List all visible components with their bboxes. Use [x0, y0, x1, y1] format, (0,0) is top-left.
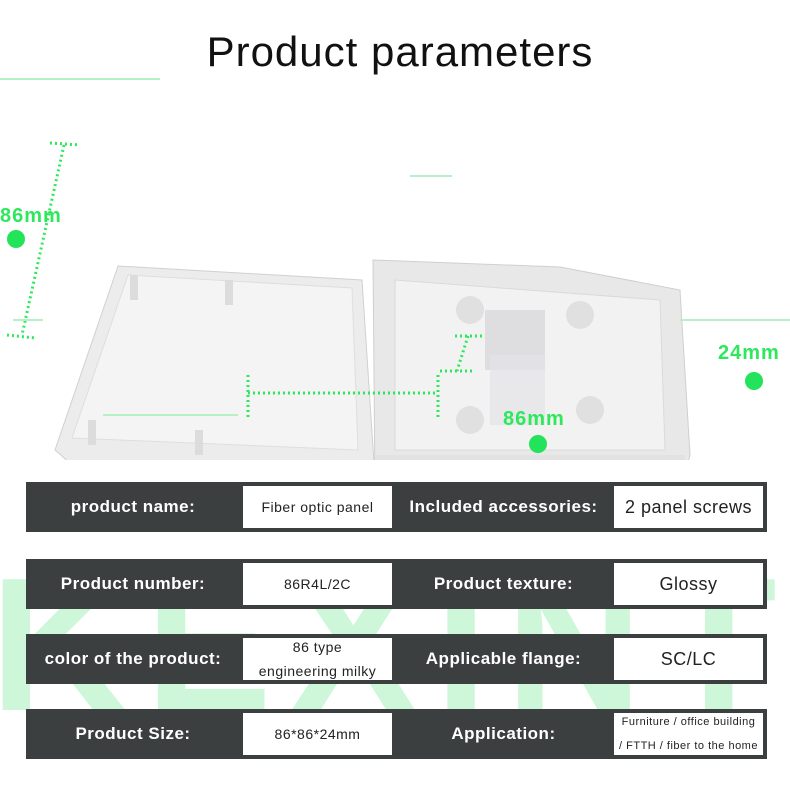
spec-value-line: engineering milky	[258, 663, 377, 679]
depth-dimension-label: 24mm	[718, 342, 780, 364]
spec-label: Applicable flange:	[396, 634, 611, 684]
decorative-line	[680, 319, 790, 321]
decorative-line	[0, 78, 160, 80]
product-image	[6, 141, 691, 460]
spec-row: product name: Fiber optic panel Included…	[26, 482, 767, 532]
spec-row: color of the product: 86 type engineerin…	[26, 634, 767, 684]
height-dimension-label: 86mm	[0, 205, 62, 227]
decorative-line	[410, 175, 452, 177]
product-box	[372, 259, 691, 460]
depth-dot-icon	[745, 372, 763, 390]
spec-value: 86R4L/2C	[240, 559, 396, 609]
decorative-line	[13, 319, 43, 321]
spec-label: Included accessories:	[396, 482, 611, 532]
spec-value: SC/LC	[611, 634, 767, 684]
spec-value: 86 type engineering milky	[240, 634, 396, 684]
decorative-line	[103, 414, 238, 416]
spec-value: 2 panel screws	[611, 482, 767, 532]
spec-label: color of the product:	[26, 634, 240, 684]
spec-value-line: 86 type	[292, 639, 343, 655]
spec-row: Product number: 86R4L/2C Product texture…	[26, 559, 767, 609]
dimension-lines	[6, 141, 483, 418]
spec-value-line: / FTTH / fiber to the home	[619, 740, 758, 752]
spec-value: Furniture / office building / FTTH / fib…	[611, 709, 767, 759]
product-lid	[54, 265, 375, 460]
spec-value: Fiber optic panel	[240, 482, 396, 532]
page-title: Product parameters	[206, 28, 594, 75]
spec-label: Product texture:	[396, 559, 611, 609]
spec-label: Application:	[396, 709, 611, 759]
spec-label: Product number:	[26, 559, 240, 609]
spec-value-line: Furniture / office building	[621, 716, 756, 728]
width-dot-icon	[529, 435, 547, 453]
height-dot-icon	[7, 230, 25, 248]
spec-row: Product Size: 86*86*24mm Application: Fu…	[26, 709, 767, 759]
width-dimension-label: 86mm	[503, 408, 565, 430]
spec-label: Product Size:	[26, 709, 240, 759]
spec-label: product name:	[26, 482, 240, 532]
spec-value: Glossy	[611, 559, 767, 609]
spec-value: 86*86*24mm	[240, 709, 396, 759]
